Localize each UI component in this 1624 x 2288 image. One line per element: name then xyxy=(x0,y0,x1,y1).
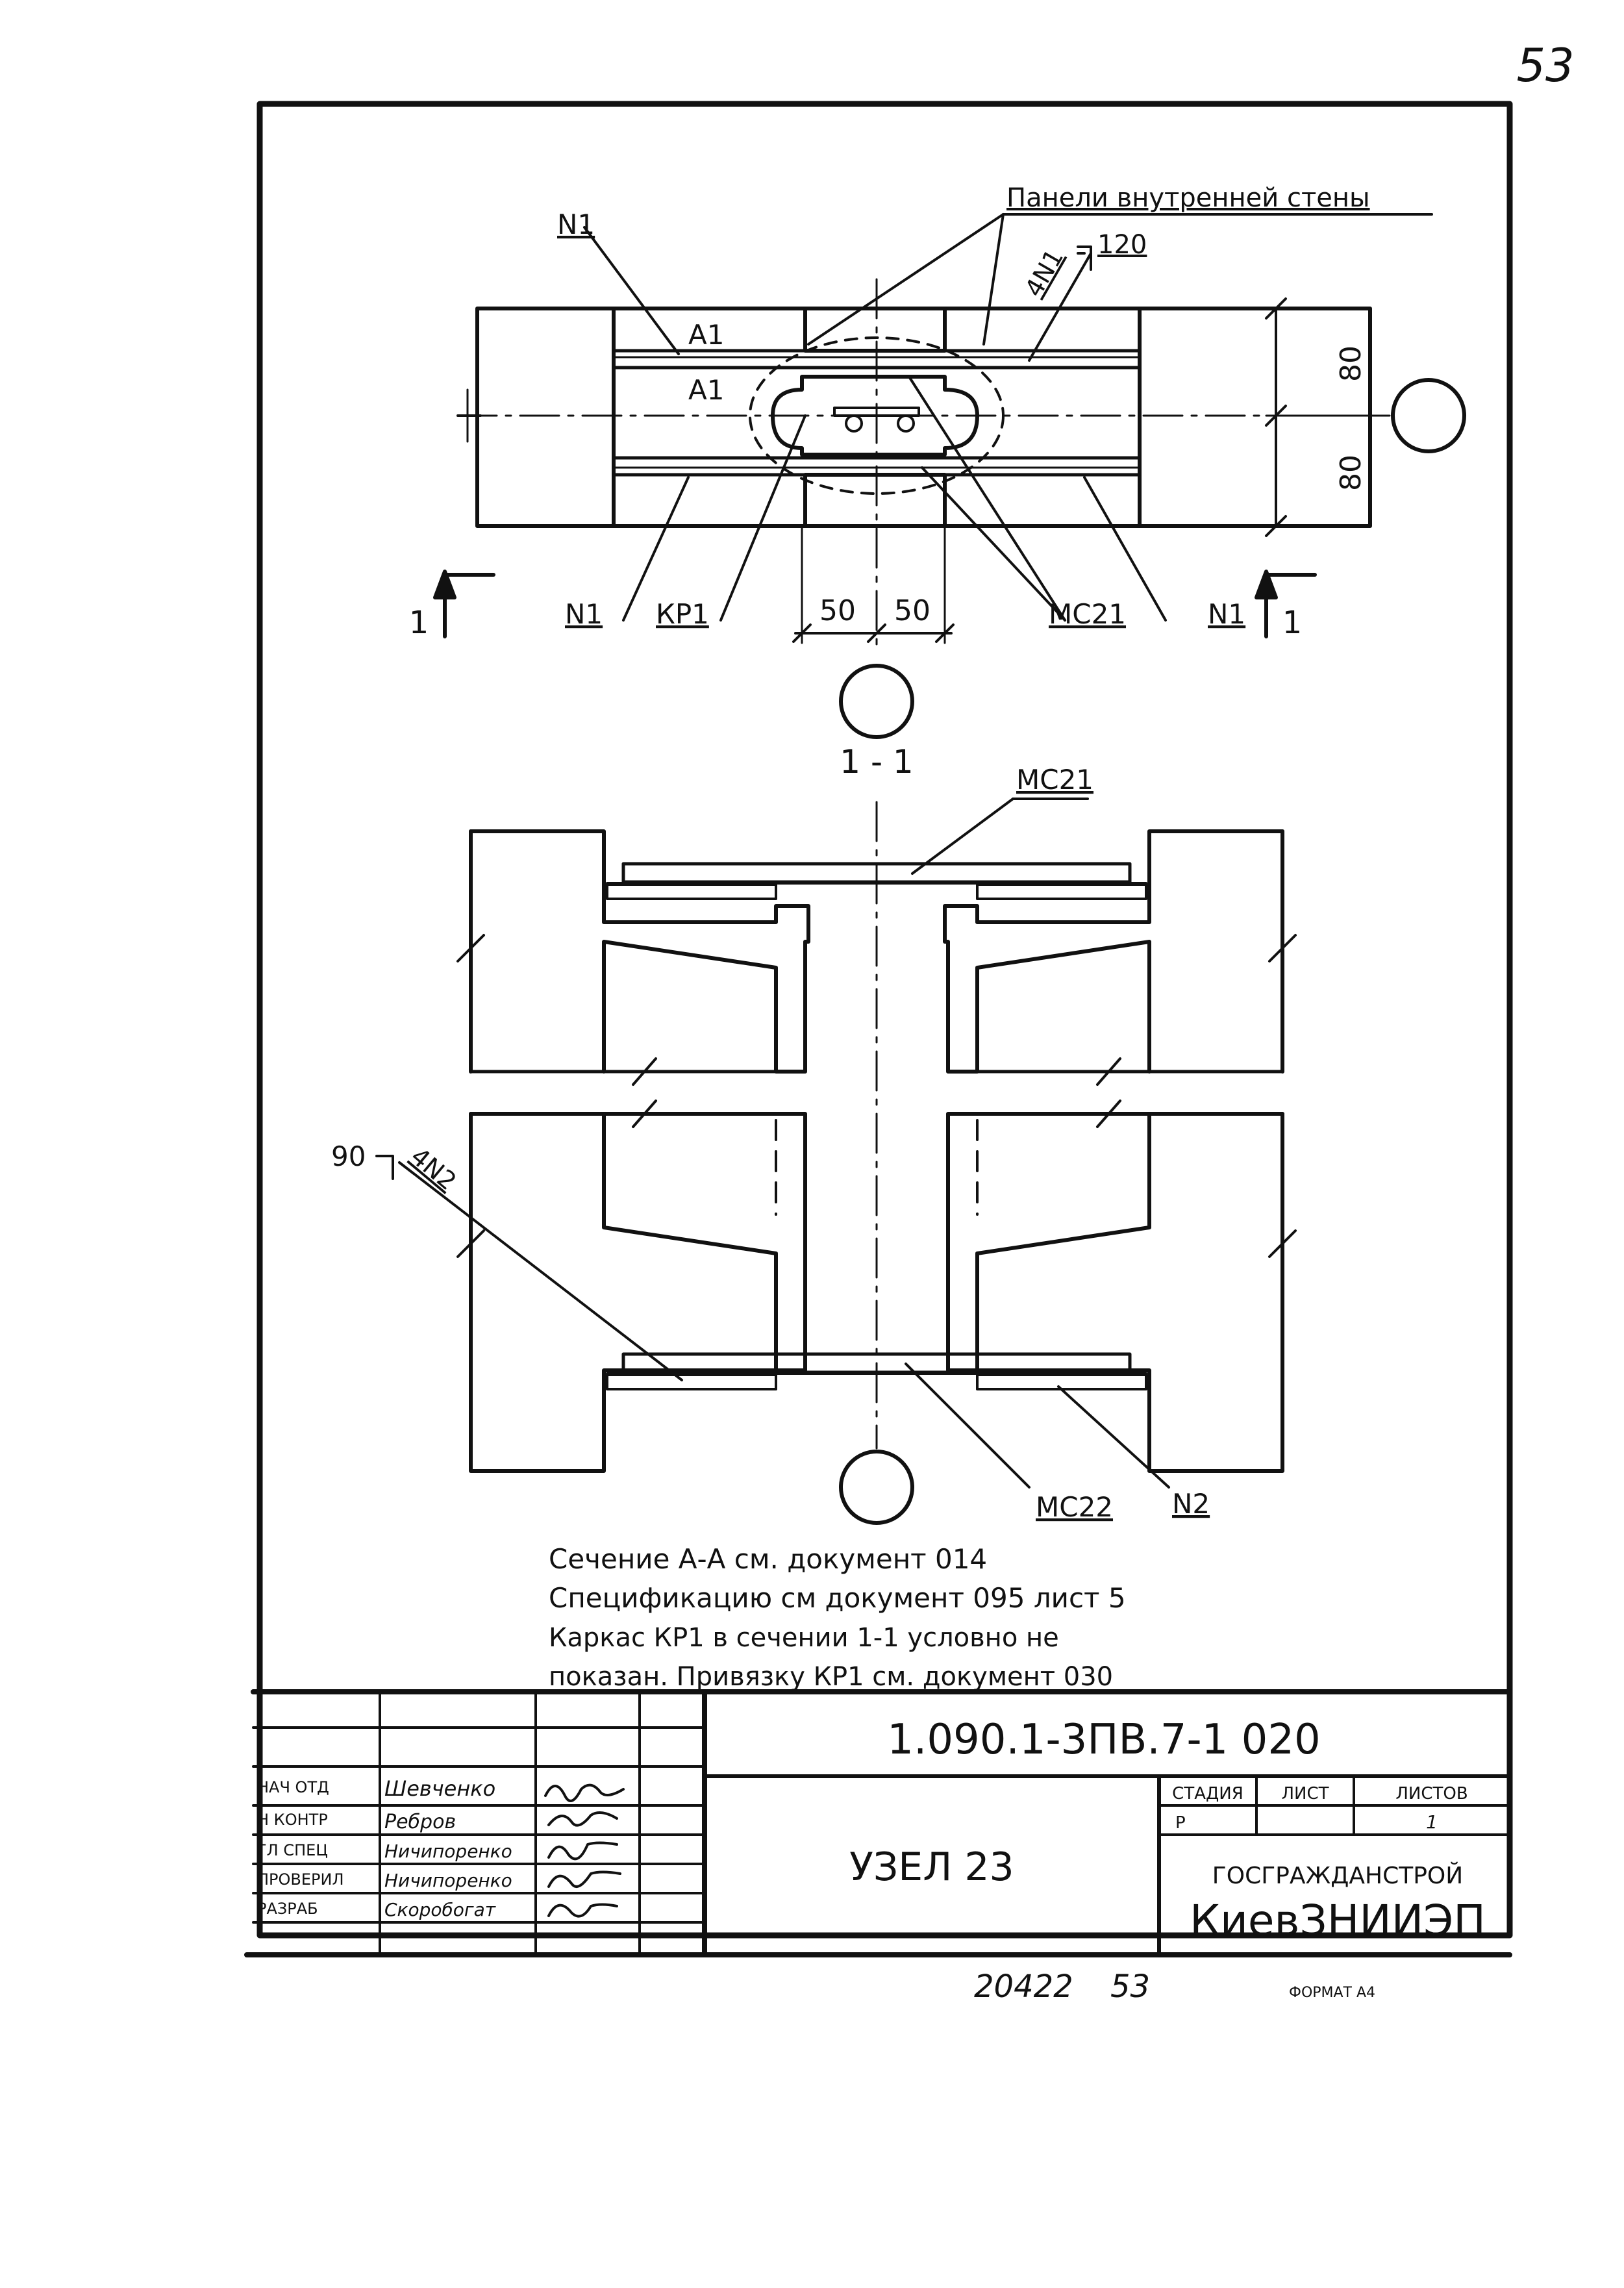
dim-80-bottom: 80 xyxy=(1334,455,1368,491)
label-a1-mid: A1 xyxy=(688,374,724,406)
org-line-1: ГОСГРАЖДАНСТРОЙ xyxy=(1212,1862,1463,1889)
note-line-1: Сечение А-А см. документ 014 xyxy=(549,1543,987,1575)
notes: Сечение А-А см. документ 014 Спецификаци… xyxy=(549,1543,1126,1692)
section-marker-right: 1 xyxy=(1255,570,1317,641)
section-title: 1 - 1 xyxy=(840,743,913,781)
name-2: Ребров xyxy=(384,1811,456,1833)
label-90: 90 xyxy=(331,1140,366,1172)
dim-80-top: 80 xyxy=(1334,346,1368,382)
name-4: Ничипоренко xyxy=(384,1870,512,1891)
inventory-number: 20422 xyxy=(974,1968,1073,2005)
axis-bubble-bottom xyxy=(839,664,914,739)
label-n2-section: N2 xyxy=(1172,1488,1210,1520)
axis-bubble-section xyxy=(839,1450,914,1525)
label-a1-top: A1 xyxy=(688,319,724,351)
stage-header: СТАДИЯ xyxy=(1172,1784,1243,1804)
sheets-value: 1 xyxy=(1426,1811,1438,1833)
label-mc21-plan: МС21 xyxy=(1049,598,1126,630)
label-4n1: 4N1 xyxy=(1019,244,1069,301)
label-kp1: КР1 xyxy=(656,598,709,630)
signatures xyxy=(544,1783,625,1918)
role-2: Н КОНТР xyxy=(257,1811,328,1829)
sheet-frame xyxy=(256,101,1513,1939)
label-mc22-section: МС22 xyxy=(1036,1491,1113,1523)
label-120: 120 xyxy=(1097,230,1147,260)
label-n1-bottom-right: N1 xyxy=(1208,598,1245,630)
doc-code: 1.090.1-3ПВ.7-1 020 xyxy=(887,1716,1321,1764)
note-line-2: Спецификацию см документ 095 лист 5 xyxy=(549,1582,1126,1614)
sheet-header: ЛИСТ xyxy=(1281,1784,1329,1804)
note-line-4: показан. Привязку КР1 см. документ 030 xyxy=(549,1662,1113,1692)
svg-text:1: 1 xyxy=(409,605,429,641)
role-1: НАЧ ОТД xyxy=(257,1778,329,1796)
note-line-3: Каркас КР1 в сечении 1-1 условно не xyxy=(549,1623,1059,1653)
label-n1-bottom-left: N1 xyxy=(565,598,603,630)
footer-page: 53 xyxy=(1110,1968,1150,2005)
role-4: ПРОВЕРИЛ xyxy=(257,1870,344,1889)
role-5: РАЗРАБ xyxy=(257,1900,318,1918)
sheets-header: ЛИСТОВ xyxy=(1395,1784,1468,1804)
page-number: 53 xyxy=(1516,39,1574,92)
org-line-2: КиевЗНИИЭП xyxy=(1190,1896,1486,1946)
format-label: ФОРМАТ А4 xyxy=(1289,1985,1375,2001)
section-view: 1 - 1 xyxy=(331,743,1297,1525)
axis-bubble-right xyxy=(1391,378,1466,453)
plan-title-wall-panels: Панели внутренней стены xyxy=(1006,183,1370,213)
plan-view: 80 80 50 50 1 1 xyxy=(409,183,1466,739)
footer: 20422 53 ФОРМАТ А4 xyxy=(974,1968,1375,2005)
svg-text:1: 1 xyxy=(1282,605,1303,641)
section-marker-left: 1 xyxy=(409,570,495,641)
stage-value: Р xyxy=(1175,1813,1186,1833)
role-3: ГЛ СПЕЦ xyxy=(257,1841,328,1859)
name-5: Скоробогат xyxy=(384,1899,496,1920)
sheet-title: УЗЕЛ 23 xyxy=(849,1844,1014,1890)
dim-50-left: 50 xyxy=(819,594,856,627)
label-n1-top: N1 xyxy=(557,208,595,240)
label-mc21-section: МС21 xyxy=(1016,764,1093,796)
name-1: Шевченко xyxy=(384,1776,495,1801)
title-block: 1.090.1-3ПВ.7-1 020 УЗЕЛ 23 СТАДИЯ ЛИСТ … xyxy=(244,1689,1512,1957)
dim-50-right: 50 xyxy=(894,594,931,627)
name-3: Ничипоренко xyxy=(384,1841,512,1862)
